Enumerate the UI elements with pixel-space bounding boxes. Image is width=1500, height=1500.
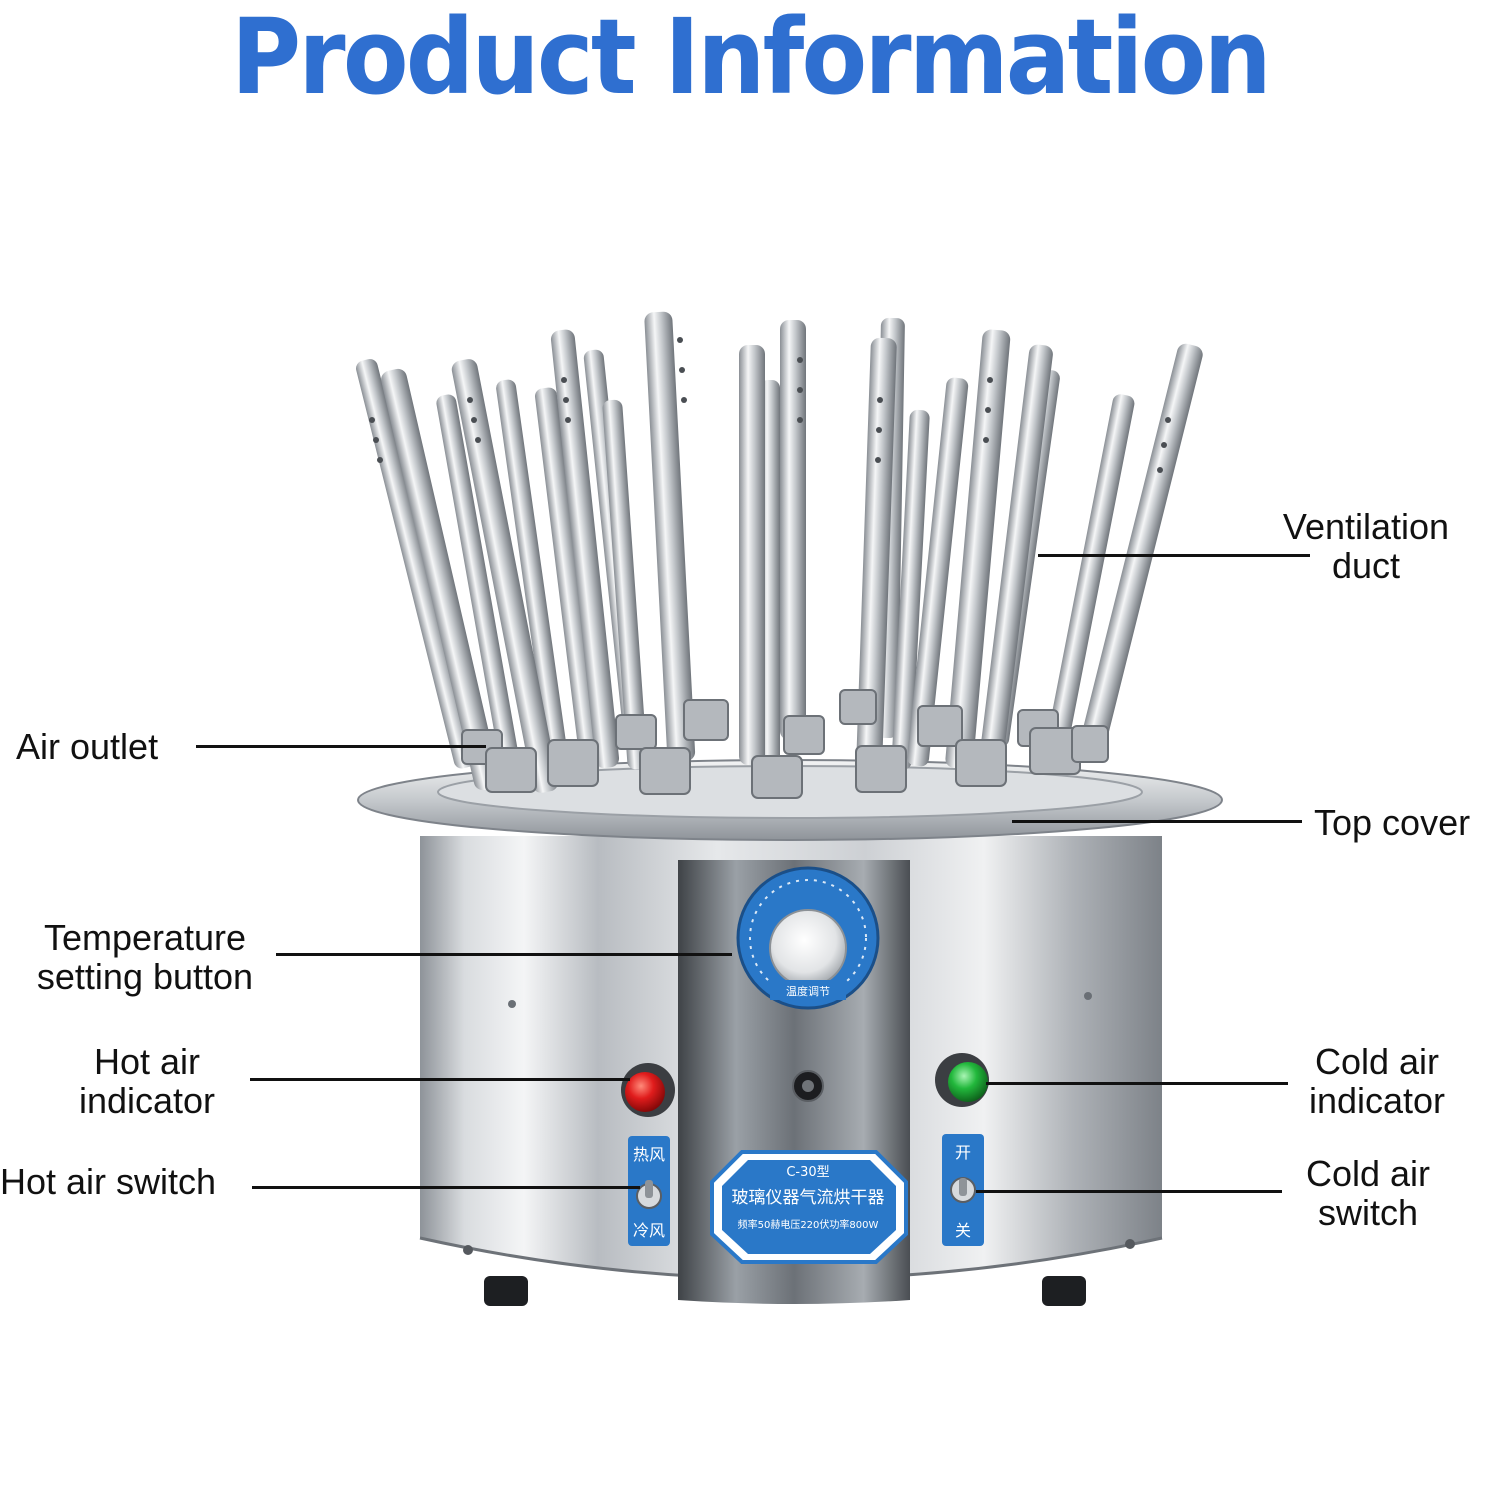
callout-air-outlet: Air outlet [16,727,158,766]
top-cover-leader [1012,820,1302,823]
callout-line: Hot air switch [0,1161,217,1202]
callout-line: Temperature [43,917,247,958]
temperature-button-leader [276,953,732,956]
device-name: 玻璃仪器气流烘干器 [732,1188,885,1208]
hot-air-indicator-lamp [621,1063,675,1117]
ventilation-duct-leader [1038,554,1310,557]
callout-cold-air-switch: Cold air switch [1278,1154,1458,1232]
callout-hot-air-indicator: Hot air indicator [52,1042,242,1120]
model-label: C-30型 [786,1165,829,1180]
hot-air-switch-leader [252,1186,640,1189]
cold-air-indicator-lamp [935,1053,989,1107]
air-outlet-leader [196,745,486,748]
left-switch-bottom-label: 冷风 [633,1221,665,1240]
callout-line: indicator [78,1080,216,1121]
hot-air-indicator-leader [250,1078,630,1081]
callout-top-cover: Top cover [1314,803,1470,842]
temperature-dial[interactable]: 温度调节 [736,866,880,1010]
callout-temperature-setting-button: Temperature setting button [14,918,276,996]
callout-line: Cold air [1314,1041,1440,1082]
left-switch-top-label: 热风 [633,1145,665,1164]
callout-hot-air-switch: Hot air switch [0,1162,216,1201]
callout-line: duct [1331,545,1401,586]
callout-line: Top cover [1314,802,1471,843]
callout-line: Hot air [93,1041,201,1082]
callout-cold-air-indicator: Cold air indicator [1282,1042,1472,1120]
cold-air-indicator-leader [986,1082,1288,1085]
name-plate: C-30型 玻璃仪器气流烘干器 频率50赫电压220伏功率800W [710,1150,908,1264]
hot-air-switch[interactable]: 热风 冷风 [628,1136,670,1246]
callout-line: Ventilation [1282,506,1450,547]
callout-ventilation-duct: Ventilation duct [1266,507,1466,585]
callout-line: Cold air [1305,1153,1431,1194]
callout-line: Air outlet [16,726,159,767]
device-specs: 频率50赫电压220伏功率800W [738,1218,879,1231]
page-title: Product Information [231,0,1272,118]
callout-line: setting button [36,956,254,997]
dial-caption: 温度调节 [786,984,830,998]
cold-air-switch[interactable]: 开 关 [942,1134,984,1246]
cold-air-switch-leader [976,1190,1282,1193]
right-switch-top-label: 开 [955,1143,971,1162]
right-switch-bottom-label: 关 [955,1221,971,1240]
callout-line: switch [1317,1192,1419,1233]
ventilation-duct-rack [356,311,1203,793]
callout-line: indicator [1308,1080,1446,1121]
